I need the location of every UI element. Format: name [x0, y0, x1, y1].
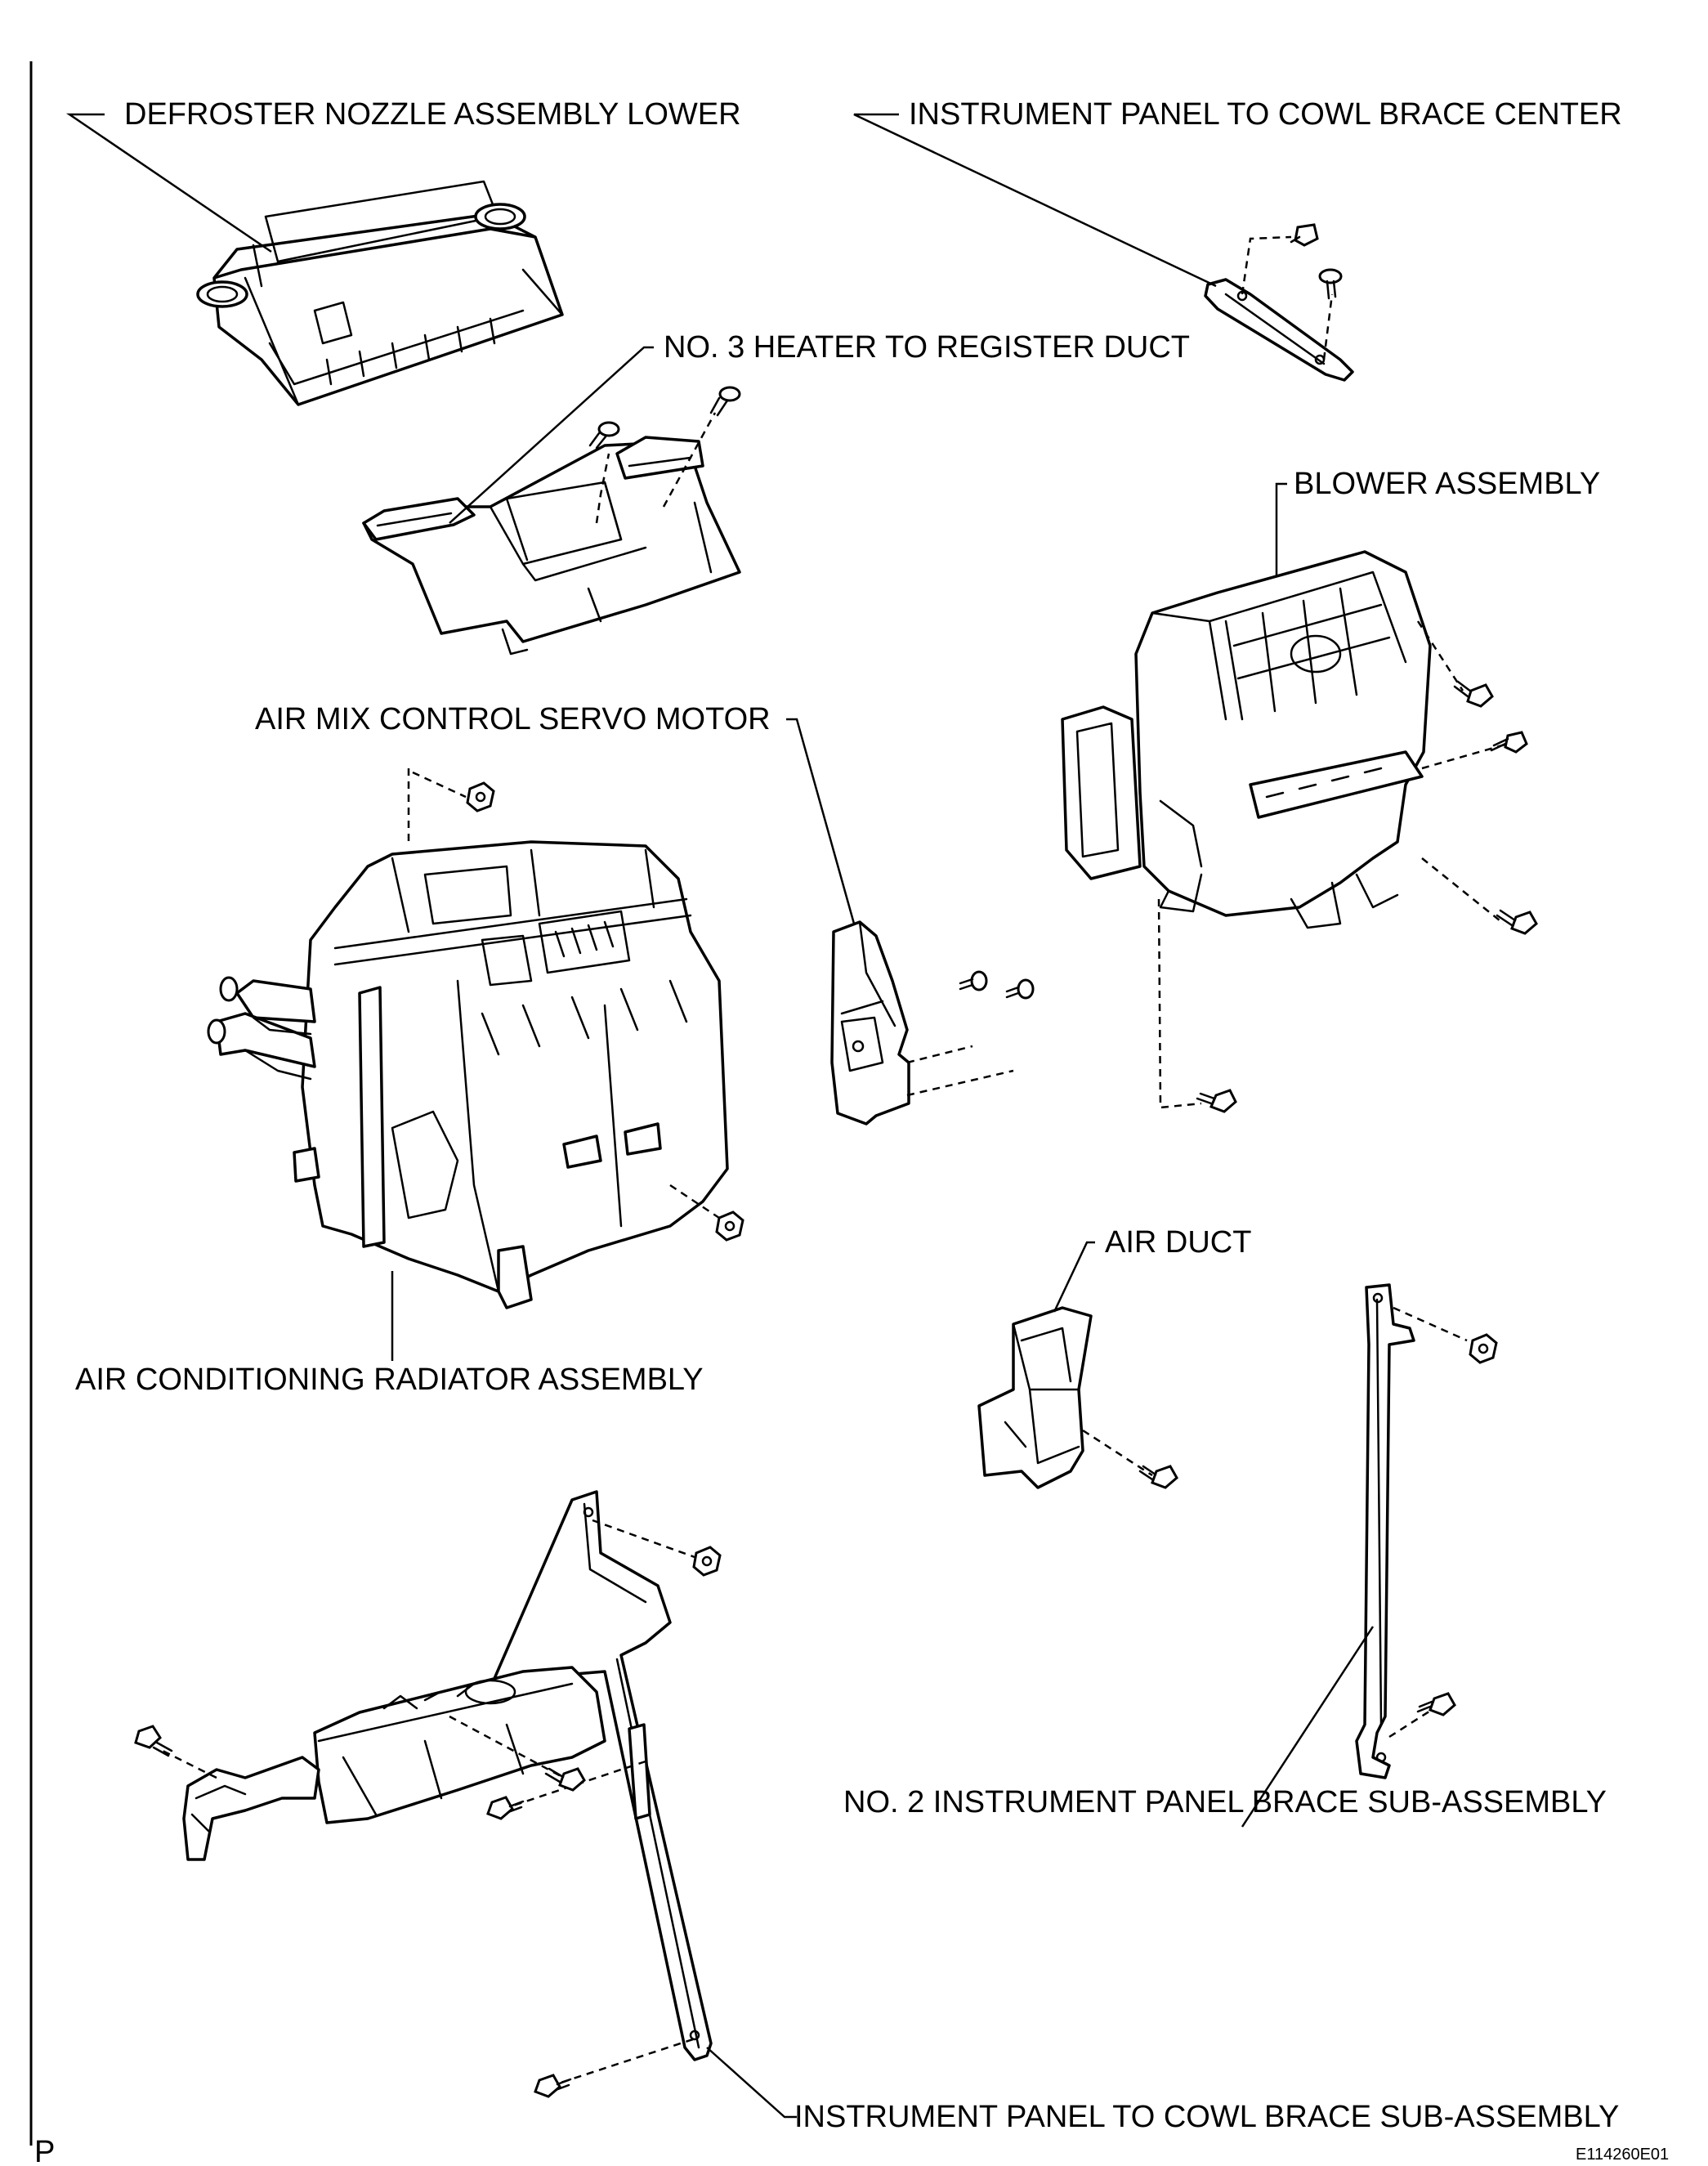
bolt-icon	[1138, 1465, 1178, 1489]
nut-icon	[466, 781, 495, 812]
heater-register-duct-drawing	[362, 386, 741, 656]
air-mix-servo-label: AIR MIX CONTROL SERVO MOTOR	[255, 702, 771, 736]
defroster-nozzle-drawing	[196, 180, 564, 406]
figure-code: E114260E01	[1576, 2146, 1669, 2164]
cowl-brace-center-leader	[853, 113, 1217, 288]
panel-brace-no2-drawing	[1355, 1283, 1498, 1779]
screw-icon	[1318, 268, 1343, 300]
panel-brace-no2-leader	[1241, 1626, 1375, 1828]
air-mix-servo-drawing	[830, 920, 1035, 1126]
bolt-icon	[1196, 1089, 1237, 1113]
air-duct-drawing	[977, 1306, 1178, 1489]
defroster-nozzle-label: DEFROSTER NOZZLE ASSEMBLY LOWER	[124, 97, 741, 132]
blower-assembly-drawing	[1061, 550, 1538, 1113]
bolt-icon	[1496, 909, 1538, 935]
heater-register-duct-leader	[449, 346, 654, 524]
air-mix-servo-leader	[786, 718, 856, 924]
cowl-brace-sub-leader	[706, 2047, 797, 2119]
screw-icon	[1290, 223, 1319, 247]
bolt-icon	[1453, 680, 1494, 708]
cowl-brace-center-label: INSTRUMENT PANEL TO COWL BRACE CENTER	[909, 97, 1622, 132]
cowl-brace-sub-drawing	[134, 1490, 722, 2098]
bolt-icon	[486, 1796, 525, 1820]
air-duct-label: AIR DUCT	[1105, 1225, 1251, 1260]
screw-icon	[588, 421, 620, 450]
cowl-brace-sub-label: INSTRUMENT PANEL TO COWL BRACE SUB-ASSEM…	[794, 2100, 1619, 2134]
ac-radiator-drawing	[207, 768, 744, 1309]
bolt-icon	[1416, 1692, 1456, 1716]
screw-icon	[1005, 978, 1035, 1000]
air-duct-leader	[1053, 1241, 1095, 1313]
bolt-icon	[1490, 731, 1528, 754]
page-mark: P	[34, 2135, 55, 2166]
bolt-icon	[534, 2074, 572, 2098]
blower-assembly-label: BLOWER ASSEMBLY	[1294, 467, 1600, 501]
bolt-icon	[544, 1767, 586, 1792]
screw-icon	[959, 970, 988, 991]
defroster-nozzle-leader	[65, 113, 272, 253]
nut-icon	[692, 1546, 722, 1577]
nut-icon	[1469, 1333, 1498, 1364]
nut-icon	[715, 1211, 744, 1242]
blower-assembly-leader	[1275, 482, 1287, 576]
panel-brace-no2-label: NO. 2 INSTRUMENT PANEL BRACE SUB-ASSEMBL…	[843, 1785, 1607, 1819]
bolt-icon	[134, 1725, 173, 1757]
cowl-brace-center-drawing	[1204, 223, 1354, 382]
heater-register-duct-label: NO. 3 HEATER TO REGISTER DUCT	[664, 330, 1190, 365]
screw-icon	[709, 386, 741, 417]
ac-radiator-label: AIR CONDITIONING RADIATOR ASSEMBLY	[75, 1363, 704, 1397]
